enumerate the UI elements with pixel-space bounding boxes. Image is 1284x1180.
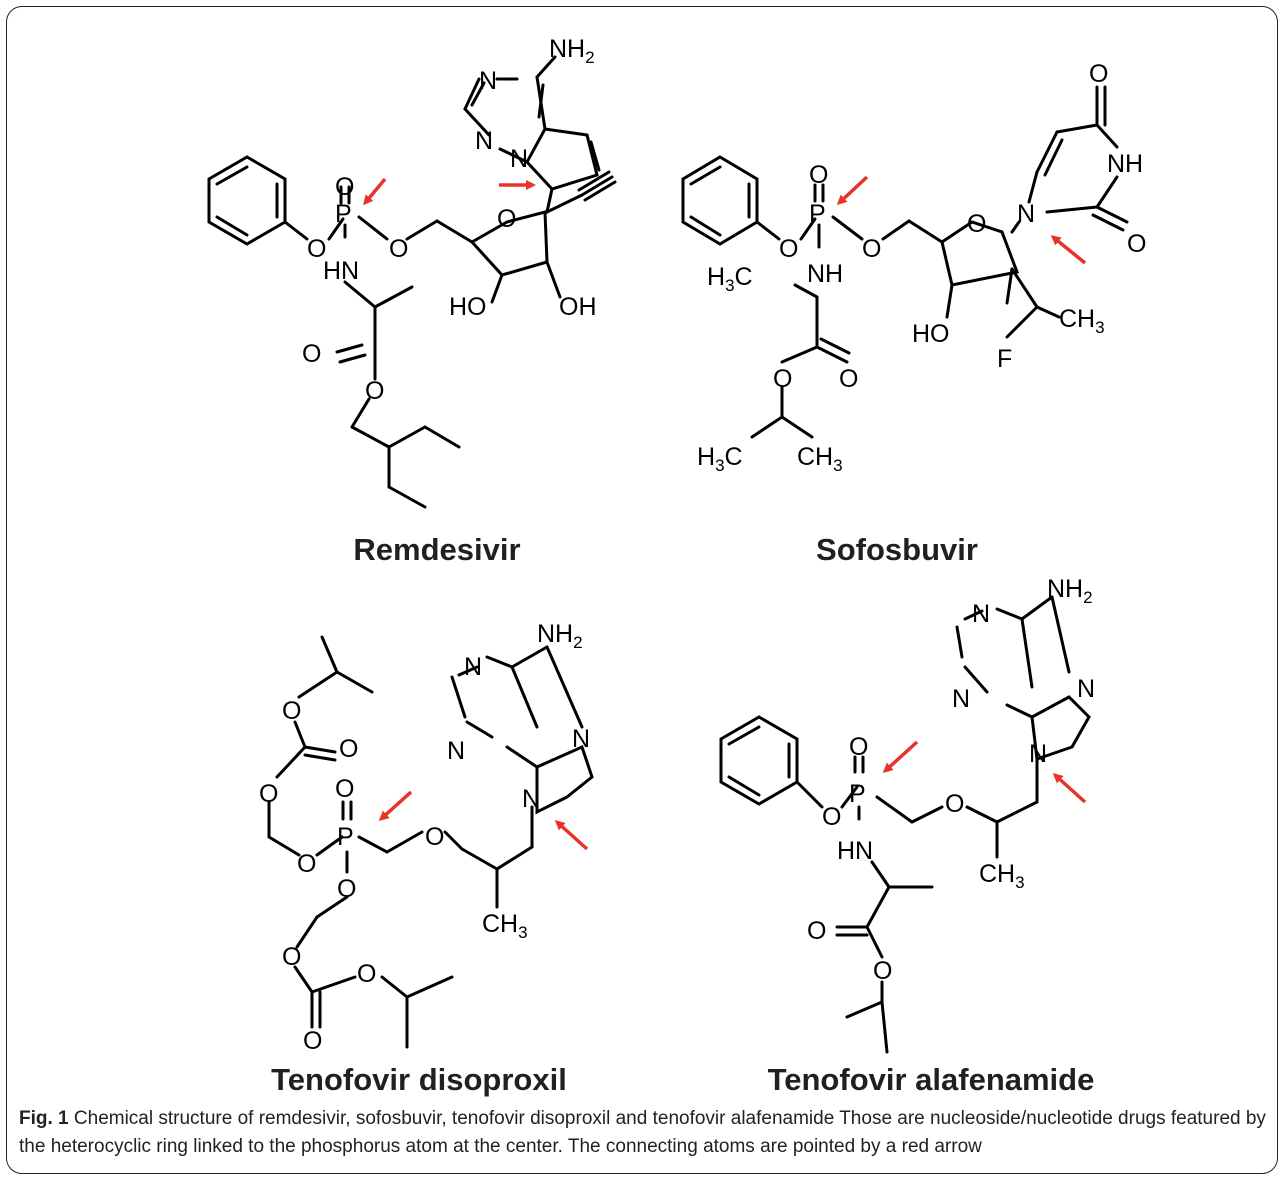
svg-text:O: O bbox=[862, 235, 881, 263]
tenofovir-disoproxil-arrows bbox=[378, 790, 589, 851]
figure-caption: Fig. 1 Chemical structure of remdesivir,… bbox=[19, 1105, 1277, 1161]
svg-text:N: N bbox=[447, 737, 465, 765]
svg-text:P: P bbox=[809, 200, 826, 228]
svg-text:O: O bbox=[967, 210, 986, 238]
svg-text:HO: HO bbox=[449, 293, 487, 321]
svg-text:O: O bbox=[807, 917, 826, 945]
compound-name-tenofovir-alafenamide: Tenofovir alafenamide bbox=[768, 1062, 1095, 1097]
svg-text:N: N bbox=[479, 67, 497, 95]
tenofovir-disoproxil-structure bbox=[267, 635, 594, 1049]
svg-text:O: O bbox=[365, 377, 384, 405]
svg-text:O: O bbox=[335, 775, 354, 803]
remdesivir-structure bbox=[207, 55, 617, 509]
svg-text:NH2: NH2 bbox=[1047, 575, 1093, 607]
svg-text:N: N bbox=[475, 127, 493, 155]
svg-text:P: P bbox=[337, 823, 354, 851]
svg-text:N: N bbox=[522, 785, 540, 813]
svg-text:O: O bbox=[282, 943, 301, 971]
svg-text:N: N bbox=[510, 145, 528, 173]
svg-text:F: F bbox=[997, 345, 1012, 373]
caption-label: Fig. 1 bbox=[19, 1108, 69, 1129]
svg-text:P: P bbox=[335, 200, 352, 228]
remdesivir-atom-labels: O P O O HN O O O HO OH N N N NH2 bbox=[302, 35, 597, 405]
compound-name-remdesivir: Remdesivir bbox=[353, 532, 520, 567]
svg-text:O: O bbox=[779, 235, 798, 263]
svg-text:O: O bbox=[1127, 230, 1146, 258]
svg-text:O: O bbox=[822, 803, 841, 831]
svg-text:OH: OH bbox=[559, 293, 597, 321]
svg-text:O: O bbox=[259, 780, 278, 808]
svg-text:NH2: NH2 bbox=[549, 35, 595, 67]
tenofovir-alafenamide-structure bbox=[719, 595, 1091, 1054]
sofosbuvir-structure bbox=[681, 85, 1129, 439]
sofosbuvir-arrows bbox=[836, 175, 1087, 265]
compound-name-sofosbuvir: Sofosbuvir bbox=[816, 532, 978, 567]
svg-text:O: O bbox=[945, 790, 964, 818]
svg-text:O: O bbox=[425, 823, 444, 851]
svg-text:HN: HN bbox=[323, 257, 359, 285]
svg-text:O: O bbox=[873, 957, 892, 985]
svg-text:O: O bbox=[335, 173, 354, 201]
figure-frame: O P O O HN O O O HO OH N N N NH2 Remdesi… bbox=[6, 6, 1278, 1174]
svg-text:O: O bbox=[303, 1027, 322, 1055]
tenofovir-alafenamide-arrows bbox=[882, 740, 1087, 804]
svg-text:CH3: CH3 bbox=[797, 443, 843, 475]
tenofovir-alafenamide-atom-labels: O P O O HN CH3 N N N N NH2 O O bbox=[807, 575, 1095, 985]
svg-text:O: O bbox=[773, 365, 792, 393]
chemical-structures-figure: O P O O HN O O O HO OH N N N NH2 Remdesi… bbox=[207, 35, 1146, 1097]
svg-text:HN: HN bbox=[837, 837, 873, 865]
svg-text:CH3: CH3 bbox=[979, 860, 1025, 892]
svg-text:N: N bbox=[464, 653, 482, 681]
svg-text:O: O bbox=[839, 365, 858, 393]
svg-text:O: O bbox=[282, 697, 301, 725]
svg-text:HO: HO bbox=[912, 320, 950, 348]
svg-text:O: O bbox=[357, 960, 376, 988]
svg-text:O: O bbox=[389, 235, 408, 263]
svg-text:N: N bbox=[1017, 200, 1035, 228]
svg-text:O: O bbox=[849, 733, 868, 761]
svg-text:CH3: CH3 bbox=[482, 910, 528, 942]
svg-text:O: O bbox=[497, 205, 516, 233]
svg-text:O: O bbox=[337, 875, 356, 903]
svg-text:O: O bbox=[307, 235, 326, 263]
svg-text:NH: NH bbox=[807, 260, 843, 288]
svg-text:O: O bbox=[297, 850, 316, 878]
svg-text:NH: NH bbox=[1107, 150, 1143, 178]
svg-text:CH3: CH3 bbox=[1059, 305, 1105, 337]
svg-text:N: N bbox=[1077, 675, 1095, 703]
svg-text:N: N bbox=[572, 725, 590, 753]
svg-text:N: N bbox=[1029, 740, 1047, 768]
svg-text:NH2: NH2 bbox=[537, 620, 583, 652]
caption-text: Chemical structure of remdesivir, sofosb… bbox=[19, 1108, 1266, 1157]
compound-name-tenofovir-disoproxil: Tenofovir disoproxil bbox=[271, 1062, 567, 1097]
remdesivir-arrows bbox=[363, 177, 536, 206]
svg-text:H3C: H3C bbox=[707, 263, 753, 295]
svg-text:P: P bbox=[849, 780, 866, 808]
svg-text:H3C: H3C bbox=[697, 443, 743, 475]
tenofovir-disoproxil-atom-labels: O O O O O P O O CH3 N N N N NH2 O O O bbox=[259, 620, 590, 1055]
svg-text:O: O bbox=[1089, 60, 1108, 88]
svg-text:O: O bbox=[809, 161, 828, 189]
svg-text:O: O bbox=[339, 735, 358, 763]
svg-text:O: O bbox=[302, 340, 321, 368]
svg-text:N: N bbox=[972, 600, 990, 628]
svg-text:N: N bbox=[952, 685, 970, 713]
sofosbuvir-atom-labels: O P O O NH H3C O N O NH O HO CH3 F O O H… bbox=[697, 60, 1146, 475]
